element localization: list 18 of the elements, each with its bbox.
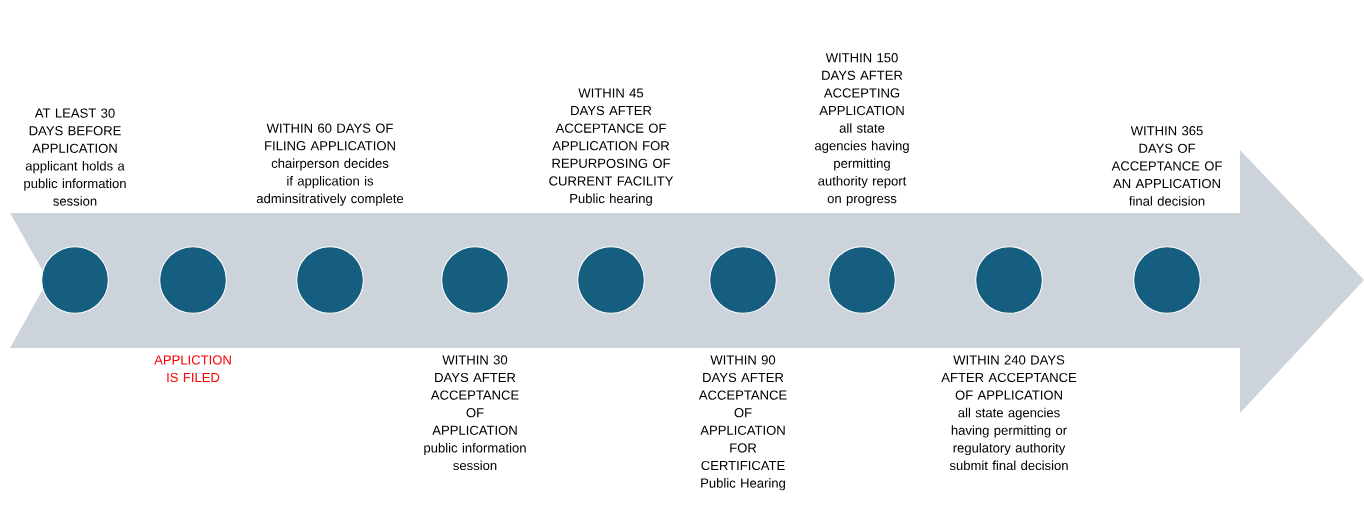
milestone-text: WITHIN 365 DAYS OF ACCEPTANCE OF AN APPLICATION final decision <box>1111 126 1222 206</box>
milestone-text: WITHIN 240 DAYS AFTER ACCEPTANCE OF APPLICATION all state agencies having permitting or regulatory authority submit final decision <box>941 355 1077 471</box>
milestone-dot <box>1133 246 1201 314</box>
milestone-dot <box>441 246 509 314</box>
milestone-text: WITHIN 30 DAYS AFTER ACCEPTANCE OF APPLICATION public information session <box>424 355 526 471</box>
milestone-text: WITHIN 90 DAYS AFTER ACCEPTANCE OF APPLICATION FOR CERTIFICATE Public Hearing <box>698 355 787 491</box>
milestone-text: WITHIN 45 DAYS AFTER ACCEPTANCE OF APPLICATION FOR REPURPOSING OF CURRENT FACILITY Public hearing <box>549 88 674 206</box>
milestone-dot <box>159 246 227 314</box>
milestone-text: WITHIN 60 DAYS OF FILING APPLICATION chairperson decides if application is adminsitratively complete <box>256 123 404 206</box>
milestone-text: AT LEAST 30 DAYS BEFORE APPLICATION applicant holds a public information session <box>24 108 126 206</box>
milestone-dot <box>41 246 109 314</box>
milestone-text: WITHIN 150 DAYS AFTER ACCEPTING APPLICATION all state agencies having permitting authority report on progress <box>815 53 909 206</box>
milestone-dot <box>709 246 777 314</box>
milestone-dot <box>975 246 1043 314</box>
milestone-dot <box>577 246 645 314</box>
milestone-dot <box>828 246 896 314</box>
milestone-dot <box>296 246 364 314</box>
milestone-text: APPLICTION IS FILED <box>154 355 231 383</box>
